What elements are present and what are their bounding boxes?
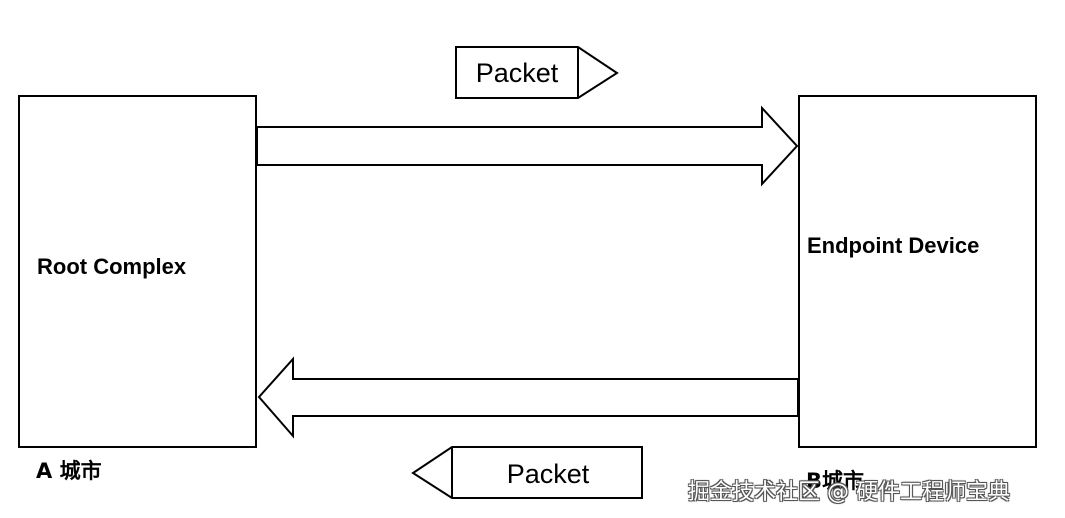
watermark-text: 掘金技术社区 @ 硬件工程师宝典: [688, 480, 1010, 505]
packet-top-shape: [455, 46, 619, 99]
arrow-left-to-root-complex: [257, 356, 799, 439]
arrow-right-to-endpoint: [256, 105, 799, 187]
packet-top-label: Packet: [476, 58, 559, 88]
packet-bottom-label: Packet: [507, 459, 590, 489]
city-a-label: A 城市: [36, 459, 102, 483]
packet-top: Packet: [455, 46, 619, 99]
packet-bottom: Packet: [411, 446, 643, 499]
city-b-label: B城市: [806, 469, 865, 493]
endpoint-device-box: Endpoint Device: [798, 95, 1037, 448]
endpoint-device-label: Endpoint Device: [807, 233, 980, 258]
packet-bottom-shape: [411, 446, 643, 499]
root-complex-box: Root Complex: [18, 95, 257, 448]
root-complex-label: Root Complex: [37, 254, 187, 279]
